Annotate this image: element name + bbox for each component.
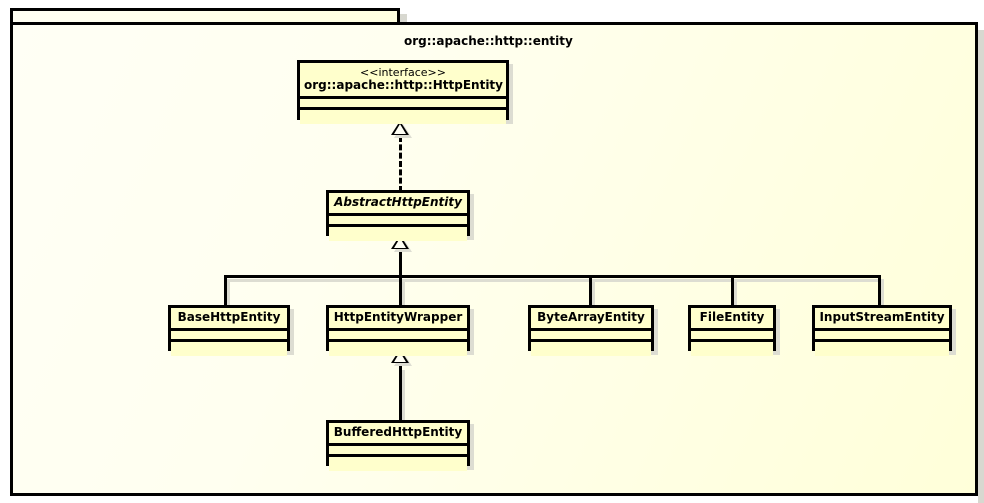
class-attributes-inputstreamentity [815, 328, 949, 339]
drop-shadow-fileentity [734, 279, 737, 309]
realization-line-abstracthttpentity-to-httpentity [399, 136, 402, 192]
generalization-bus [224, 275, 878, 278]
class-attributes-httpentitywrapper [329, 328, 467, 339]
drop-shadow-httpentitywrapper [402, 279, 405, 309]
class-attributes-httpentity [300, 96, 506, 107]
class-name-httpentitywrapper: HttpEntityWrapper [329, 308, 467, 328]
class-box-inputstreamentity[interactable]: InputStreamEntity [812, 305, 952, 356]
drop-fileentity [731, 275, 734, 305]
package-tab-shadow [400, 14, 407, 24]
class-operations-inputstreamentity [815, 339, 949, 356]
class-box-fileentity[interactable]: FileEntity [688, 305, 776, 356]
class-stereotype-httpentity: <<interface>> [360, 66, 446, 79]
class-box-httpentitywrapper[interactable]: HttpEntityWrapper [326, 305, 470, 356]
class-operations-fileentity [691, 339, 773, 356]
class-operations-httpentity [300, 107, 506, 124]
class-name-fileentity: FileEntity [691, 308, 773, 328]
class-box-abstracthttpentity[interactable]: AbstractHttpEntity [326, 190, 470, 241]
class-operations-abstracthttpentity [329, 224, 467, 241]
class-box-basehttpentity[interactable]: BaseHttpEntity [168, 305, 290, 356]
class-name-httpentity: <<interface>> org::apache::http::HttpEnt… [300, 63, 506, 96]
class-box-httpentity[interactable]: <<interface>> org::apache::http::HttpEnt… [297, 60, 509, 124]
drop-shadow-inputstreamentity [881, 279, 884, 309]
drop-httpentitywrapper [399, 275, 402, 305]
package-title: org::apache::http::entity [404, 34, 573, 48]
class-attributes-bytearrayentity [531, 328, 651, 339]
generalization-stem-abstracthttpentity [399, 252, 402, 276]
class-attributes-fileentity [691, 328, 773, 339]
drop-bytearrayentity [589, 275, 592, 305]
class-name-inputstreamentity: InputStreamEntity [815, 308, 949, 328]
drop-inputstreamentity [878, 275, 881, 305]
class-title-httpentity: org::apache::http::HttpEntity [304, 78, 503, 92]
class-attributes-bufferedhttpentity [329, 443, 467, 454]
generalization-stem-shadow-bufferedhttpentity [402, 370, 405, 420]
drop-shadow-bytearrayentity [592, 279, 595, 309]
class-box-bufferedhttpentity[interactable]: BufferedHttpEntity [326, 420, 470, 471]
class-operations-bytearrayentity [531, 339, 651, 356]
class-attributes-abstracthttpentity [329, 213, 467, 224]
package-tab [10, 8, 400, 24]
realization-arrowhead-httpentity [391, 121, 409, 135]
generalization-bus-shadow [227, 279, 881, 282]
drop-basehttpentity [224, 275, 227, 305]
class-operations-bufferedhttpentity [329, 454, 467, 471]
class-attributes-basehttpentity [171, 328, 287, 339]
class-operations-httpentitywrapper [329, 339, 467, 356]
class-name-abstracthttpentity: AbstractHttpEntity [329, 193, 467, 213]
class-box-bytearrayentity[interactable]: ByteArrayEntity [528, 305, 654, 356]
drop-shadow-basehttpentity [227, 279, 230, 309]
class-name-bytearrayentity: ByteArrayEntity [531, 308, 651, 328]
class-operations-basehttpentity [171, 339, 287, 356]
class-name-bufferedhttpentity: BufferedHttpEntity [329, 423, 467, 443]
generalization-stem-bufferedhttpentity [399, 366, 402, 420]
class-name-basehttpentity: BaseHttpEntity [171, 308, 287, 328]
package-body-shadow [978, 30, 984, 503]
